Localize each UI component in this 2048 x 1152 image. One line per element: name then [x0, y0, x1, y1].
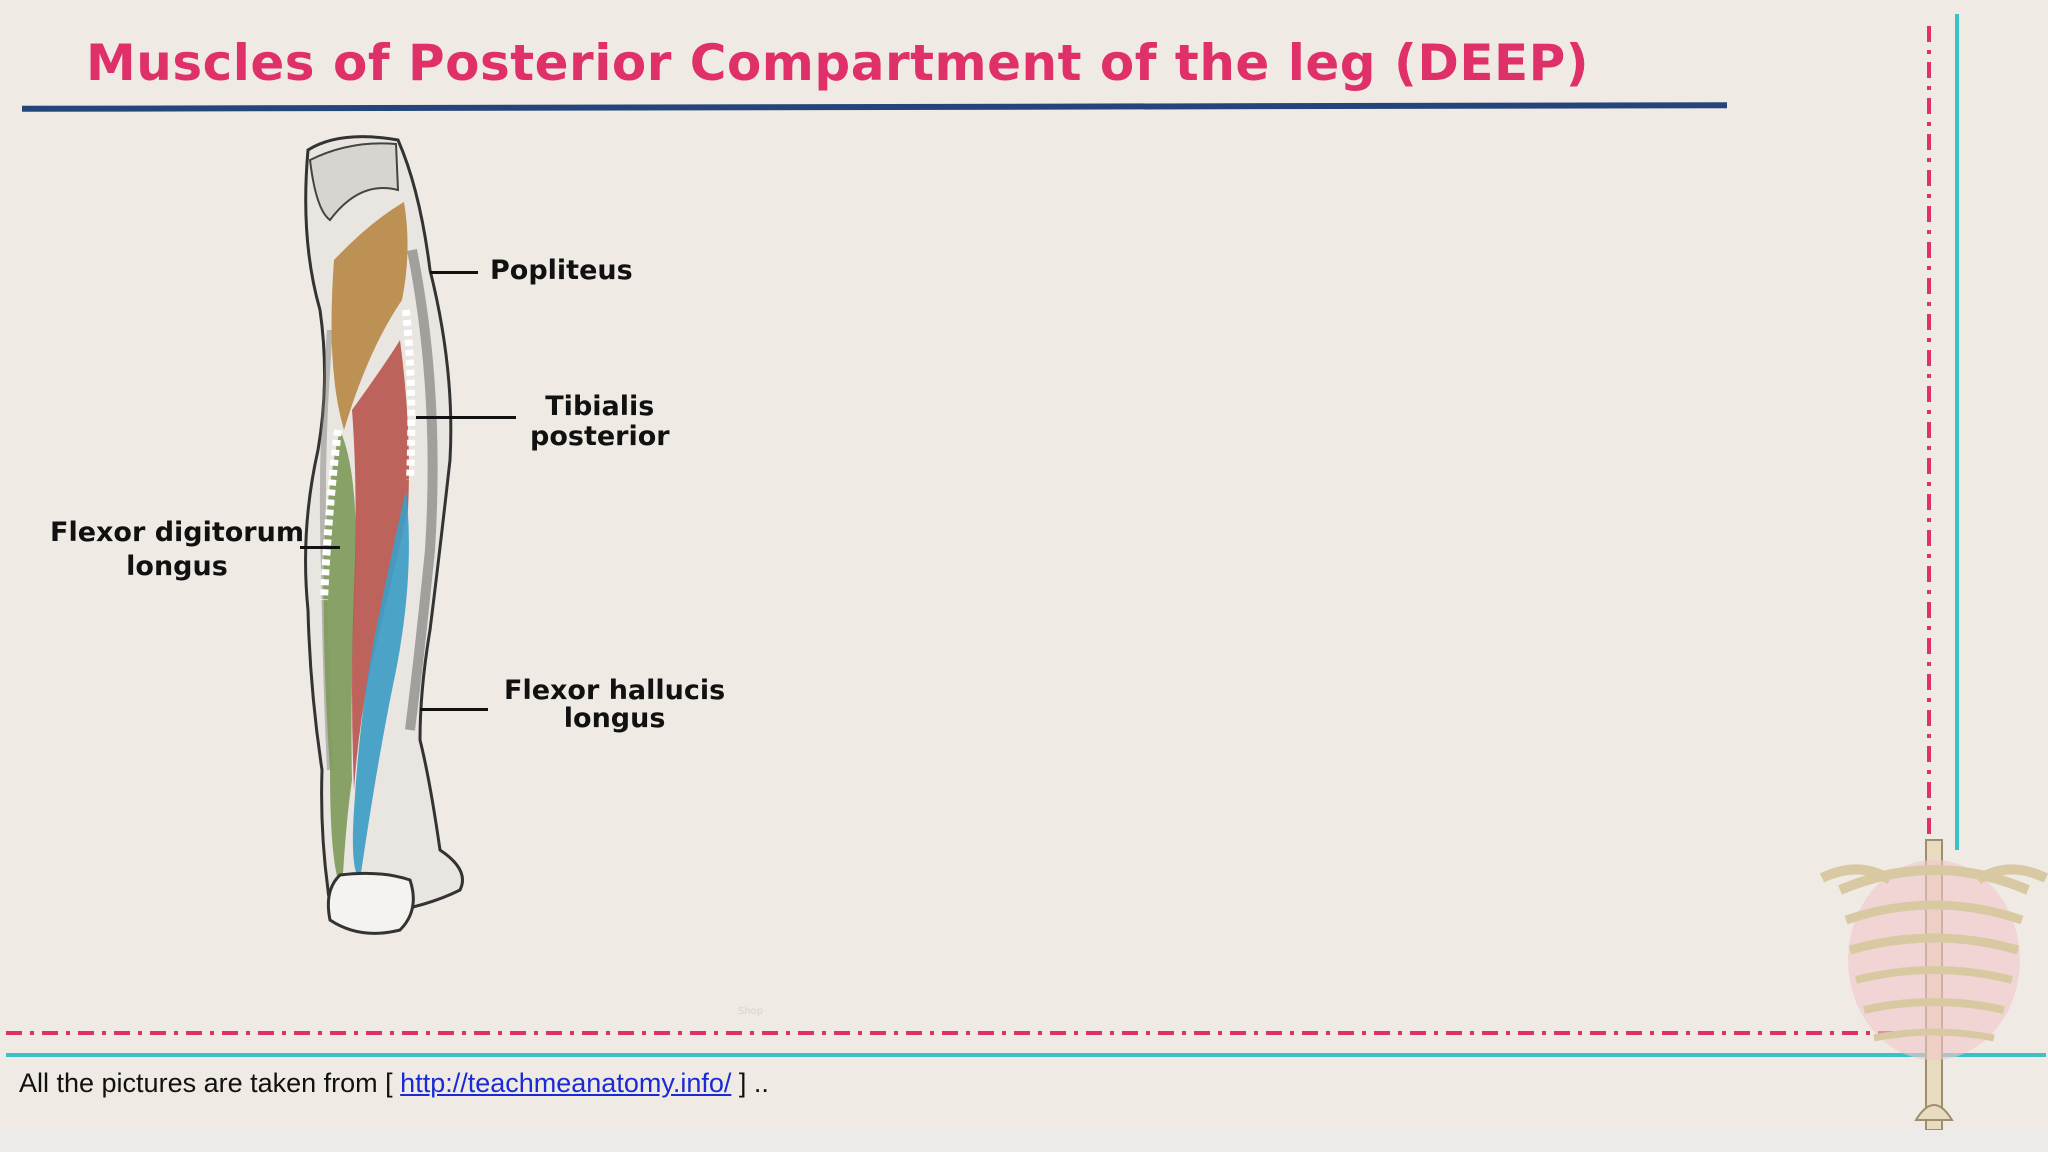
- tibialis-text-line1: Tibialis: [545, 391, 655, 422]
- footer-source-link[interactable]: http://teachmeanatomy.info/: [400, 1068, 732, 1098]
- leg-muscles-illustration: [304, 135, 464, 935]
- heel: [326, 871, 415, 935]
- fdl-text-line1: Flexor digitorum: [50, 517, 304, 548]
- fdl-text-line2: longus: [126, 551, 228, 582]
- bottom-strip: [0, 1130, 2048, 1152]
- popliteus-muscle: [331, 202, 408, 430]
- flexor-digitorum-longus-leader: [300, 546, 340, 549]
- footer-suffix: ] ..: [731, 1068, 769, 1098]
- horizontal-teal-line: [6, 1053, 2046, 1057]
- slide-title: Muscles of Posterior Compartment of the …: [86, 34, 1590, 92]
- flexor-hallucis-longus-muscle: [352, 490, 409, 880]
- tibia-edge: [402, 309, 416, 481]
- knee-top: [308, 142, 400, 222]
- label-flexor-hallucis-longus: Flexor hallucis longus: [504, 677, 725, 733]
- label-tibialis-posterior: Tibialis posterior: [530, 392, 670, 452]
- footer-prefix: All the pictures are taken from [: [19, 1068, 401, 1098]
- vertical-dashed-line: [1927, 26, 1931, 1046]
- footer-credit: All the pictures are taken from [ http:/…: [19, 1068, 769, 1099]
- shading-right: [405, 249, 438, 731]
- flexor-digitorum-longus-muscle: [323, 430, 357, 890]
- faint-watermark: Shop: [738, 1006, 764, 1017]
- title-underline: [22, 102, 1727, 112]
- popliteus-leader: [430, 271, 478, 274]
- popliteus-text: Popliteus: [490, 255, 633, 286]
- fibula-edge: [320, 429, 342, 601]
- fhl-text-line2: longus: [563, 703, 666, 734]
- label-flexor-digitorum-longus: Flexor digitorum longus: [50, 516, 304, 584]
- fhl-text-line1: Flexor hallucis: [504, 675, 726, 706]
- tibialis-posterior-leader: [416, 416, 516, 419]
- vertical-teal-line: [1955, 14, 1959, 850]
- flexor-hallucis-longus-leader: [420, 708, 488, 711]
- ribcage-skeleton-icon: [1820, 839, 2048, 1130]
- tibialis-text-line2: posterior: [530, 421, 670, 452]
- label-popliteus: Popliteus: [490, 256, 633, 286]
- horizontal-dashed-line: [6, 1031, 1936, 1035]
- tibialis-posterior-muscle: [352, 340, 409, 790]
